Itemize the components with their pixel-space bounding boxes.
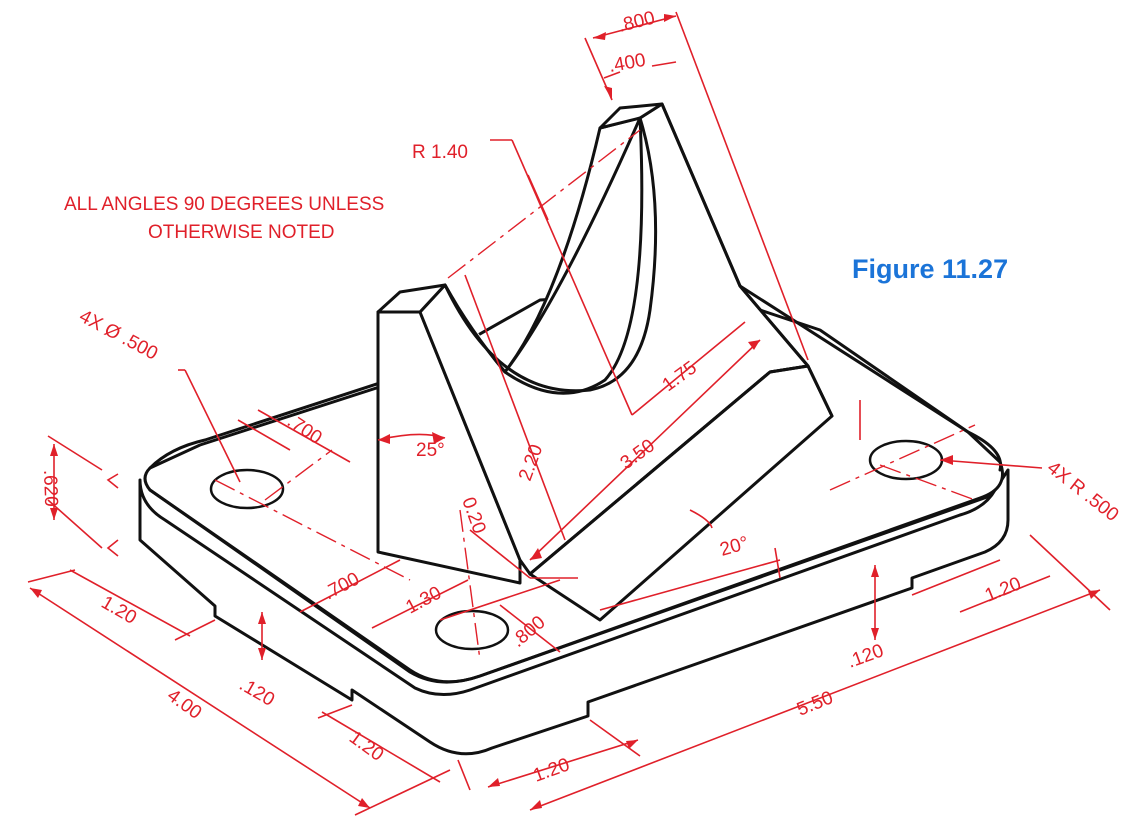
dim-620: .620 [39, 469, 61, 507]
arc-radius-callout: R 1.40 [412, 142, 468, 163]
dim-120-depth-right: .120 [845, 640, 887, 672]
dim-120-depth-left: .120 [236, 674, 279, 711]
figure-label: Figure 11.27 [852, 254, 1008, 284]
general-note-line-1: ALL ANGLES 90 DEGREES UNLESS [64, 194, 384, 215]
base-back-edge [148, 376, 397, 470]
dim-550: 5.50 [794, 687, 836, 720]
ramp-edge [528, 364, 810, 576]
dim-25-degrees: 25° [416, 440, 445, 461]
hole-left [209, 468, 285, 510]
dim-120-front: 1.20 [531, 754, 573, 786]
corner-radius-callout: 4X R .500 [1043, 457, 1123, 526]
dimension-arrows [30, 14, 1100, 810]
dim-120-left: 1.20 [98, 592, 141, 629]
dimension-lines [27, 11, 1111, 816]
dim-400-top: .400 [607, 50, 647, 77]
hole-front [434, 609, 510, 651]
mounting-holes [209, 439, 944, 651]
base-front-edge [148, 488, 992, 684]
dim-800-top: .800 [616, 8, 657, 37]
general-note-line-2: OTHERWISE NOTED [148, 222, 335, 243]
left-recess [214, 605, 353, 701]
hole-right [868, 439, 944, 481]
dim-120-bottom-left: 1.20 [345, 727, 387, 766]
dim-400: 4.00 [163, 685, 205, 724]
hole-diameter-callout: 4X Ø .500 [76, 306, 161, 365]
cradle-right-edge [660, 102, 834, 418]
dim-120-right: 1.20 [982, 573, 1024, 606]
base-left-face [138, 468, 1010, 756]
base-right-back-edge [738, 284, 1003, 472]
arc-inner-edge [443, 116, 658, 393]
